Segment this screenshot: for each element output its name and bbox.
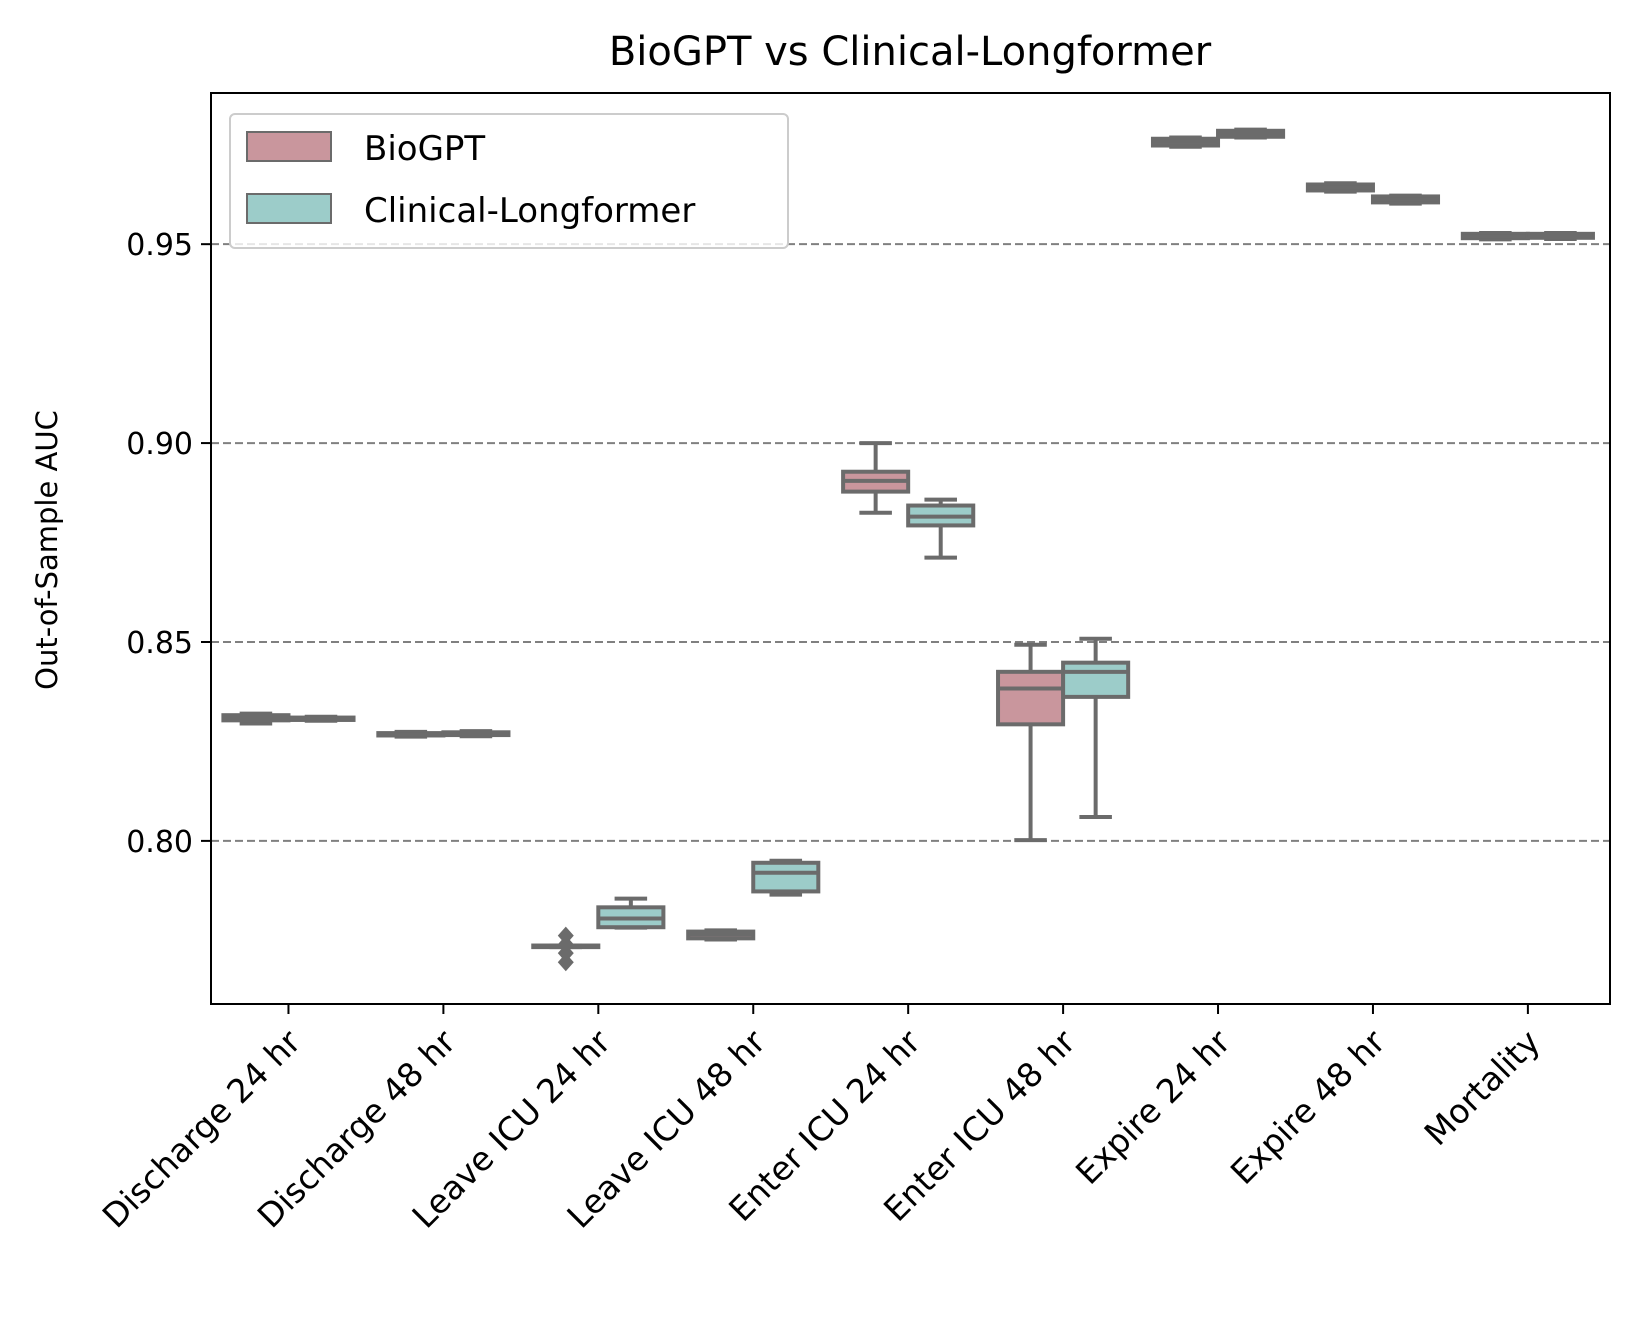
- outlier-marker: [557, 953, 574, 972]
- legend: BioGPT Clinical-Longformer: [229, 113, 789, 249]
- box-plot: [596, 896, 666, 930]
- box-iqr: [996, 669, 1066, 727]
- box-plot: [751, 858, 821, 897]
- box-plot: [906, 497, 976, 560]
- box-plot: [1370, 193, 1441, 206]
- outlier-marker: [557, 944, 574, 963]
- y-tick-label: 0.95: [126, 228, 193, 263]
- box-plot: [996, 642, 1066, 843]
- box-plot: [1305, 181, 1375, 194]
- plot-frame: [210, 92, 1611, 1005]
- y-tick-label: 0.85: [126, 626, 193, 661]
- chart-title: BioGPT vs Clinical-Longformer: [609, 29, 1212, 75]
- box-plot: [841, 441, 911, 515]
- box-iqr: [751, 860, 821, 894]
- box-plot: [1525, 231, 1595, 241]
- y-tick-label: 0.80: [126, 825, 193, 860]
- box-plot: [1216, 127, 1286, 140]
- box-plot: [1061, 636, 1131, 820]
- x-tick-label: Mortality: [1417, 1022, 1548, 1153]
- box-plot: [531, 926, 601, 972]
- gridlines: [211, 243, 1610, 842]
- y-axis-label: Out-of-Sample AUC: [30, 410, 64, 690]
- legend-label-biogpt: BioGPT: [364, 129, 485, 169]
- box-plots: [221, 127, 1595, 972]
- x-tick-label: Expire 48 hr: [1223, 1022, 1393, 1192]
- legend-label-clinical-longformer: Clinical-Longformer: [364, 191, 695, 231]
- legend-swatch-clinical-longformer: [246, 193, 332, 224]
- x-tick-label: Expire 24 hr: [1068, 1022, 1238, 1192]
- y-axis-ticks: 0.80 0.85 0.90 0.95: [126, 228, 211, 860]
- box-plot: [686, 928, 756, 942]
- box-plot: [441, 729, 511, 739]
- box-iqr: [1061, 660, 1131, 699]
- legend-frame: [229, 113, 789, 249]
- box-plot: [376, 729, 446, 739]
- box-plot: [221, 711, 291, 726]
- box-plot: [286, 714, 356, 723]
- box-plot: [1460, 231, 1530, 242]
- y-tick-label: 0.90: [126, 427, 193, 462]
- legend-swatch-biogpt: [246, 131, 332, 162]
- box-plot: [1150, 135, 1221, 149]
